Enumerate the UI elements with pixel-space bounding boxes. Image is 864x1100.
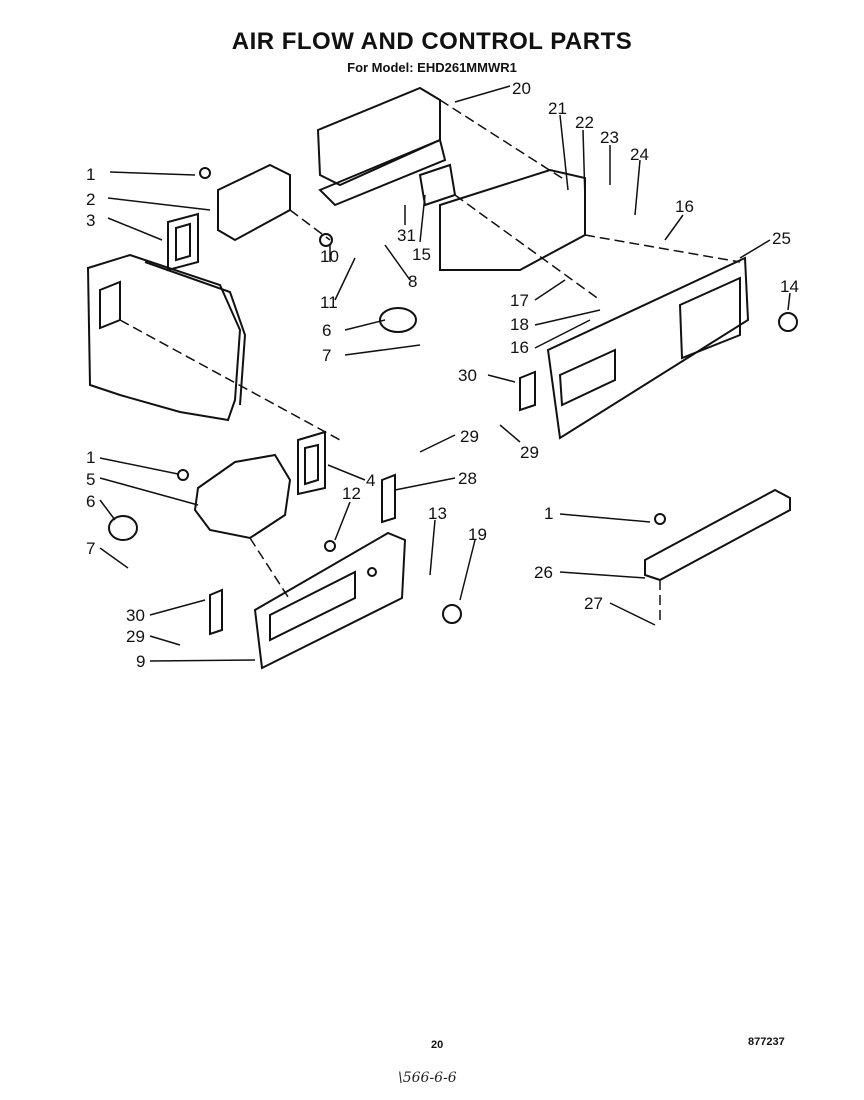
callout-12: 12 xyxy=(342,484,361,503)
callout-28: 28 xyxy=(458,469,477,488)
callout-18: 18 xyxy=(510,315,529,334)
callout-14: 14 xyxy=(780,277,799,296)
callout-1b: 1 xyxy=(86,448,95,467)
callout-19: 19 xyxy=(468,525,487,544)
bulb-upper xyxy=(379,307,417,333)
page-number: 20 xyxy=(431,1039,444,1051)
callout-29c: 29 xyxy=(126,627,145,646)
handwritten-note: \566-6-6 xyxy=(398,1070,457,1086)
callout-30b: 30 xyxy=(126,606,145,625)
callout-23: 23 xyxy=(600,128,619,147)
callout-7a: 7 xyxy=(322,346,331,365)
callout-25: 25 xyxy=(772,229,791,248)
gasket-upper xyxy=(167,212,199,272)
liner-panel xyxy=(86,253,242,422)
upper-control-panel xyxy=(546,256,750,440)
part-outlines xyxy=(86,86,798,670)
callout-22: 22 xyxy=(575,113,594,132)
light-housing-lower xyxy=(193,453,292,540)
callout-26: 26 xyxy=(534,563,553,582)
document-number: 877237 xyxy=(748,1036,785,1048)
callout-27: 27 xyxy=(584,594,603,613)
callout-31: 31 xyxy=(397,226,416,245)
callout-3: 3 xyxy=(86,211,95,230)
leader-lines xyxy=(99,85,791,662)
callout-8: 8 xyxy=(408,272,417,291)
callout-29a: 29 xyxy=(460,427,479,446)
callout-30a: 30 xyxy=(458,366,477,385)
callout-9: 9 xyxy=(136,652,145,671)
callout-6a: 6 xyxy=(322,321,331,340)
callout-labels: 1 2 3 20 21 22 23 24 16 25 31 15 10 8 11… xyxy=(86,79,799,671)
callout-4: 4 xyxy=(366,471,375,490)
callout-16b: 16 xyxy=(510,338,529,357)
lower-control-panel xyxy=(253,531,407,670)
control-housing xyxy=(439,168,586,271)
gasket-lower xyxy=(297,430,326,496)
callout-5: 5 xyxy=(86,470,95,489)
bulb-lower xyxy=(108,515,138,541)
callout-11: 11 xyxy=(320,293,338,312)
callout-15: 15 xyxy=(412,245,431,264)
callout-24: 24 xyxy=(630,145,649,164)
alignment-lines xyxy=(119,99,741,620)
model-subtitle: For Model: EHD261MMWR1 xyxy=(347,60,517,75)
callout-17: 17 xyxy=(510,291,529,310)
callout-29b: 29 xyxy=(520,443,539,462)
callout-7b: 7 xyxy=(86,539,95,558)
callout-21: 21 xyxy=(548,99,567,118)
callout-2: 2 xyxy=(86,190,95,209)
callout-6b: 6 xyxy=(86,492,95,511)
knob-lower xyxy=(442,604,462,624)
callout-16a: 16 xyxy=(675,197,694,216)
callout-10: 10 xyxy=(320,247,339,266)
callout-1c: 1 xyxy=(544,504,553,523)
thermostat-box xyxy=(217,163,291,242)
page-title: AIR FLOW AND CONTROL PARTS xyxy=(231,28,633,55)
callout-20: 20 xyxy=(512,79,531,98)
callout-1: 1 xyxy=(86,165,95,184)
knob-upper xyxy=(778,312,798,332)
callout-13: 13 xyxy=(428,504,447,523)
trim-strip xyxy=(644,488,791,582)
